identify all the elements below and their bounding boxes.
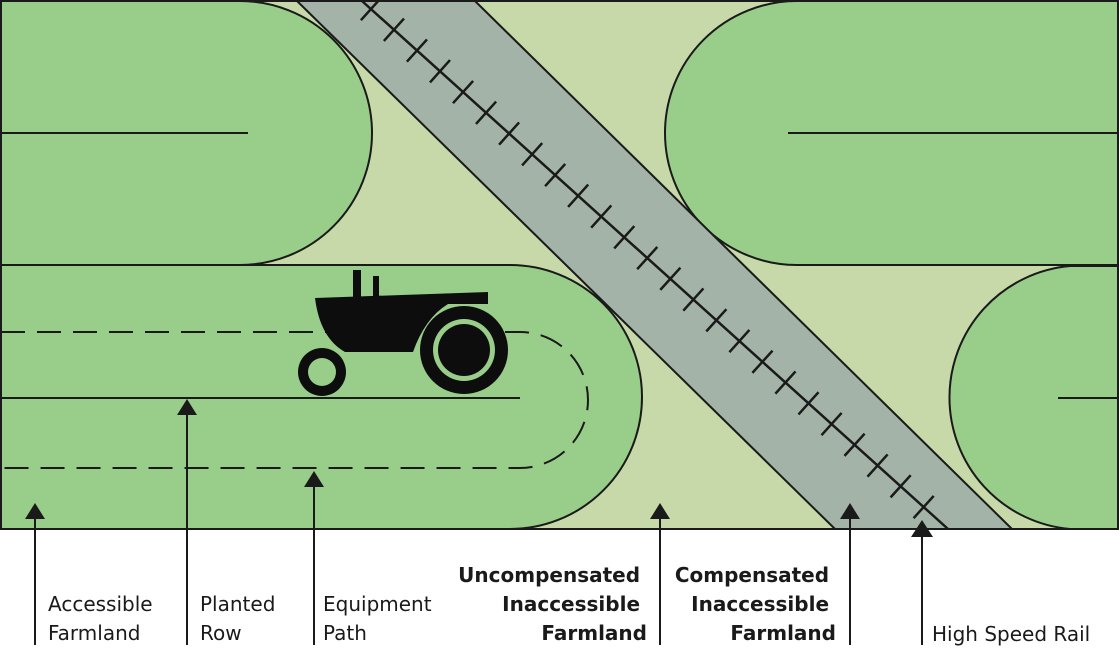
rail-tie [359, 0, 381, 22]
rail-tie [544, 163, 567, 188]
field-bottom-right [948, 265, 1119, 530]
rail-tie [521, 142, 544, 167]
label-line: Farmland [730, 621, 836, 645]
label-line: Row [200, 621, 242, 645]
label-line: Farmland [541, 621, 647, 645]
label-line: Equipment [323, 592, 432, 616]
label-line: Accessible [48, 592, 153, 616]
rail-track [359, 0, 949, 530]
rail-tie [567, 183, 590, 208]
rail-tie [613, 225, 636, 250]
label-planted-row: Planted Row [200, 592, 282, 645]
rail-tie [682, 287, 705, 312]
rail-tie [405, 38, 428, 63]
rail-tie [820, 412, 843, 437]
rail-tie [382, 17, 405, 42]
label-line: High Speed Rail [932, 622, 1090, 646]
label-line: Uncompensated [458, 563, 640, 587]
label-line: Farmland [48, 621, 140, 645]
arrow-equipment-path [304, 471, 324, 645]
arrow-compensated [840, 503, 860, 645]
arrow-high-speed-rail [911, 520, 933, 645]
rail-tie [590, 204, 613, 229]
label-line: Inaccessible [502, 592, 640, 616]
rail-line [361, 0, 949, 530]
rail-tie [774, 370, 797, 395]
rail-tie [636, 246, 659, 271]
arrow-uncompensated [650, 503, 670, 645]
label-line: Planted [200, 592, 275, 616]
label-line: Compensated [675, 563, 829, 587]
label-line: Inaccessible [691, 592, 829, 616]
arrow-accessible-farmland [25, 503, 45, 645]
rail-tie [452, 80, 475, 105]
label-accessible-farmland: Accessible Farmland [48, 592, 159, 645]
rail-tie [797, 391, 820, 416]
rail-tie [475, 100, 498, 125]
rail-tie [843, 432, 866, 457]
rail-tie [889, 474, 912, 499]
equipment-path-line [1, 331, 589, 469]
rail-tie [429, 59, 451, 84]
tractor-icon [298, 270, 508, 396]
rail-tie [498, 121, 521, 146]
rail-tie [866, 453, 889, 478]
label-compensated: Compensated Inaccessible Farmland [675, 563, 836, 645]
rail-tie [659, 266, 682, 291]
label-equipment-path: Equipment Path [323, 592, 438, 645]
rail-tie [912, 495, 935, 520]
label-uncompensated: Uncompensated Inaccessible Farmland [458, 563, 647, 645]
label-line: Path [323, 621, 367, 645]
rail-tie [705, 308, 728, 333]
arrow-planted-row [177, 399, 197, 645]
label-high-speed-rail: High Speed Rail [932, 622, 1090, 646]
rail-tie [728, 329, 751, 354]
rail-tie [751, 349, 774, 374]
